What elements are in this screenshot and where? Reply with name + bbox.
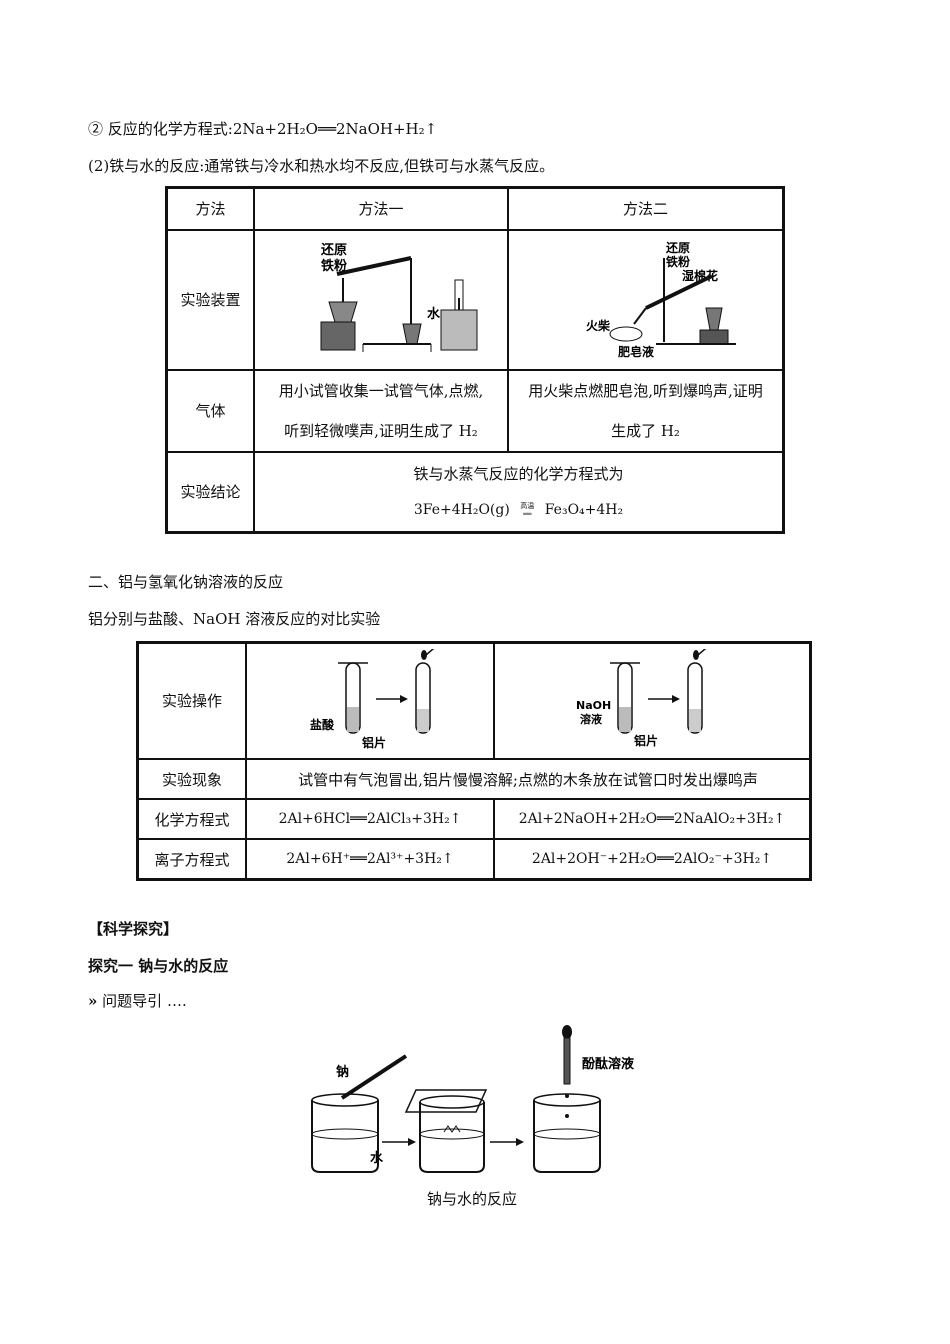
gas-method-2-line1: 用火柴点燃肥皂泡,听到爆鸣声,证明 bbox=[528, 381, 763, 400]
section-2-subtitle: 铝分别与盐酸、NaOH 溶液反应的对比实验 bbox=[88, 610, 381, 628]
label-reduced-iron-2: 还原 bbox=[665, 240, 690, 255]
ion-eq-acid: 2Al+6H⁺══2Al³⁺+3H₂↑ bbox=[245, 838, 495, 881]
ion-eq-naoh: 2Al+2OH⁻+2H₂O══2AlO₂⁻+3H₂↑ bbox=[493, 838, 812, 881]
gas-method-1-line2: 听到轻微噗声,证明生成了 H₂ bbox=[284, 421, 478, 440]
label-reduced-iron-1: 还原 bbox=[320, 242, 347, 258]
iron-steam-apparatus-1-image: 还原 铁粉 水 bbox=[320, 242, 478, 352]
chem-eq-acid: 2Al+6HCl══2AlCl₃+3H₂↑ bbox=[245, 798, 495, 841]
label-phenolphthalein: 酚酞溶液 bbox=[582, 1056, 634, 1072]
guide-label: 问题导引 bbox=[102, 992, 163, 1010]
section-2-title: 二、铝与氢氧化钠溶液的反应 bbox=[88, 573, 284, 591]
label-water: 水 bbox=[370, 1150, 384, 1166]
gas-method-1-line1: 用小试管收集一试管气体,点燃, bbox=[278, 381, 484, 400]
label-naoh: NaOH bbox=[576, 699, 611, 712]
operation-naoh: NaOH 溶液 铝片 bbox=[493, 641, 812, 760]
row-label-gas: 气体 bbox=[165, 368, 255, 453]
row-label-phenomenon: 实验现象 bbox=[136, 757, 247, 801]
gas-method-2-line2: 生成了 H₂ bbox=[611, 421, 680, 440]
label-water-1: 水 bbox=[427, 306, 441, 322]
iron-water-table: 方法 方法一 方法二 实验装置 还原 铁粉 水 bbox=[165, 186, 785, 534]
label-sodium: 钠 bbox=[336, 1064, 349, 1080]
label-hydrochloric-acid: 盐酸 bbox=[310, 717, 335, 732]
apparatus-method-1: 还原 铁粉 水 bbox=[253, 228, 509, 371]
dots-icon: …. bbox=[166, 992, 187, 1010]
conclusion-cell: 铁与水蒸气反应的化学方程式为 3Fe+4H₂O(g) 高温 ══ Fe₃O₄+4… bbox=[253, 450, 785, 534]
double-chevron-icon: » bbox=[88, 992, 98, 1010]
al-acid-test-tube-image: 盐酸 铝片 bbox=[310, 642, 441, 750]
label-soap: 肥皂液 bbox=[618, 344, 654, 358]
conclusion-line1: 铁与水蒸气反应的化学方程式为 bbox=[413, 464, 624, 483]
science-explore-heading: 【科学探究】 bbox=[88, 920, 179, 938]
svg-text:铁粉: 铁粉 bbox=[666, 254, 690, 269]
label-match: 火柴 bbox=[586, 318, 611, 333]
conclusion-arrow: ══ bbox=[523, 509, 532, 518]
conclusion-eq-left: 3Fe+4H₂O(g) bbox=[413, 501, 510, 518]
sodium-water-figure: 钠 水 酚酞溶液 bbox=[311, 1025, 634, 1173]
header-method-1: 方法一 bbox=[253, 186, 509, 231]
chem-eq-naoh: 2Al+2NaOH+2H₂O══2NaAlO₂+3H₂↑ bbox=[493, 798, 812, 841]
iron-water-intro-line: (2)铁与水的反应:通常铁与冷水和热水均不反应,但铁可与水蒸气反应。 bbox=[88, 157, 555, 175]
gas-method-2: 用火柴点燃肥皂泡,听到爆鸣声,证明 生成了 H₂ bbox=[507, 368, 785, 453]
aluminium-table: 实验操作 盐酸 铝片 NaOH 溶液 bbox=[136, 641, 812, 881]
row-label-operation: 实验操作 bbox=[136, 641, 247, 760]
sodium-water-equation-line: ② 反应的化学方程式:2Na+2H₂O══2NaOH+H₂↑ bbox=[88, 120, 438, 138]
conclusion-equation: 3Fe+4H₂O(g) 高温 ══ Fe₃O₄+4H₂ bbox=[255, 492, 782, 528]
label-al-2: 铝片 bbox=[634, 733, 658, 748]
svg-text:铁粉: 铁粉 bbox=[320, 258, 347, 274]
row-label-apparatus: 实验装置 bbox=[165, 228, 255, 371]
header-method: 方法 bbox=[165, 186, 255, 231]
gas-method-1: 用小试管收集一试管气体,点燃, 听到轻微噗声,证明生成了 H₂ bbox=[253, 368, 509, 453]
al-naoh-test-tube-image: NaOH 溶液 铝片 bbox=[576, 642, 713, 748]
label-al-1: 铝片 bbox=[362, 735, 386, 749]
iron-steam-apparatus-2-image: 还原 铁粉 湿棉花 火柴 肥皂液 bbox=[586, 240, 736, 359]
apparatus-method-2: 还原 铁粉 湿棉花 火柴 肥皂液 bbox=[507, 228, 785, 371]
conclusion-eq-right: Fe₃O₄+4H₂ bbox=[544, 501, 624, 518]
conclusion-condition: 高温 bbox=[520, 501, 535, 510]
row-label-chem-eq: 化学方程式 bbox=[136, 798, 247, 841]
row-label-conclusion: 实验结论 bbox=[165, 450, 255, 534]
row-label-ion-eq: 离子方程式 bbox=[136, 838, 247, 881]
header-method-2: 方法二 bbox=[507, 186, 785, 231]
operation-acid: 盐酸 铝片 bbox=[245, 641, 495, 760]
guide-line: » 问题导引 …. bbox=[88, 990, 187, 1011]
explore-1-title: 探究一 钠与水的反应 bbox=[88, 957, 229, 975]
figure-caption: 钠与水的反应 bbox=[427, 1190, 518, 1208]
phenomenon-cell: 试管中有气泡冒出,铝片慢慢溶解;点燃的木条放在试管口时发出爆鸣声 bbox=[245, 757, 812, 801]
svg-text:溶液: 溶液 bbox=[580, 712, 603, 726]
